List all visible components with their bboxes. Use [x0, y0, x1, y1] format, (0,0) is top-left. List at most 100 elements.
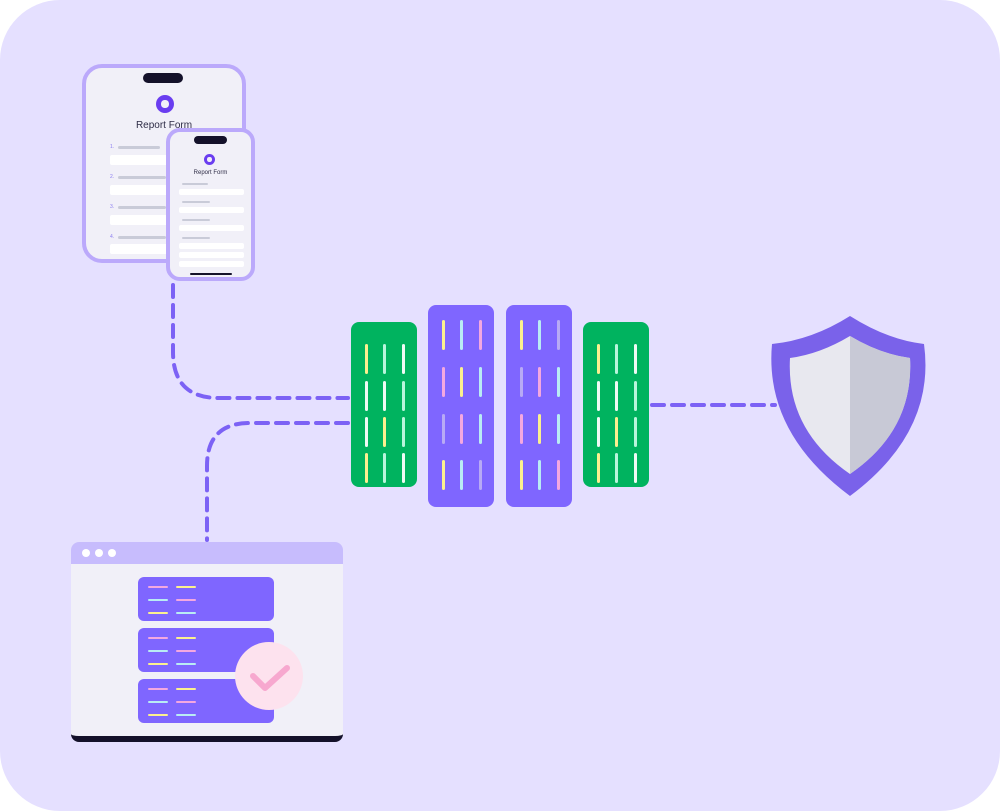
tablet-notch: [143, 73, 183, 83]
gear-icon: [204, 154, 215, 165]
question-label: [182, 219, 210, 221]
server-icon: [583, 322, 649, 487]
server-led: [383, 344, 386, 374]
server-led: [520, 367, 523, 397]
server-led: [365, 344, 368, 374]
server-led: [383, 381, 386, 411]
question-label: [118, 176, 166, 179]
browser-titlebar: [71, 542, 343, 564]
row-line: [148, 714, 168, 716]
server-led: [383, 453, 386, 483]
answer-field: [110, 185, 170, 195]
server-led: [402, 417, 405, 447]
server-led: [442, 367, 445, 397]
server-led: [557, 367, 560, 397]
question-label: [182, 201, 210, 203]
server-led: [402, 453, 405, 483]
row-line: [176, 599, 196, 601]
question-number: 3.: [110, 204, 115, 210]
window-dot: [108, 549, 116, 557]
phone-report-form: Report Form: [166, 128, 255, 281]
answer-field: [110, 215, 170, 225]
question-label: [182, 237, 210, 239]
connector-browser-to-servers: [205, 421, 350, 542]
window-dot: [82, 549, 90, 557]
shield-icon: [771, 316, 926, 496]
server-led: [402, 344, 405, 374]
server-led: [538, 414, 541, 444]
answer-field: [179, 225, 244, 231]
row-line: [176, 701, 196, 703]
server-led: [557, 460, 560, 490]
phone-title: Report Form: [193, 170, 228, 176]
question-number: 1.: [110, 144, 115, 150]
server-led: [460, 367, 463, 397]
server-led: [615, 453, 618, 483]
row-line: [176, 586, 196, 588]
server-led: [479, 414, 482, 444]
database-row: [138, 577, 274, 621]
server-led: [460, 460, 463, 490]
row-line: [148, 688, 168, 690]
server-led: [479, 460, 482, 490]
server-icon: [351, 322, 417, 487]
server-led: [597, 417, 600, 447]
server-led: [479, 367, 482, 397]
question-number: 4.: [110, 234, 115, 240]
server-led: [365, 381, 368, 411]
server-led: [520, 460, 523, 490]
server-led: [520, 320, 523, 350]
server-led: [538, 320, 541, 350]
server-led: [460, 320, 463, 350]
tablet-title: Report Form: [135, 120, 193, 131]
check-icon: [235, 642, 303, 710]
row-line: [176, 637, 196, 639]
answer-field: [179, 252, 244, 258]
server-led: [557, 414, 560, 444]
server-led: [597, 381, 600, 411]
question-number: 2.: [110, 174, 115, 180]
server-led: [615, 344, 618, 374]
server-led: [597, 453, 600, 483]
phone-notch: [194, 136, 227, 144]
row-line: [148, 612, 168, 614]
server-led: [634, 381, 637, 411]
server-led: [442, 460, 445, 490]
question-label: [182, 183, 208, 185]
gear-icon: [156, 95, 174, 113]
row-line: [148, 650, 168, 652]
answer-field: [179, 243, 244, 249]
question-label: [118, 236, 166, 239]
server-led: [634, 417, 637, 447]
answer-field: [179, 261, 244, 267]
answer-field: [110, 155, 170, 165]
server-led: [479, 320, 482, 350]
row-line: [148, 586, 168, 588]
answer-field: [110, 244, 170, 254]
server-led: [442, 320, 445, 350]
row-line: [148, 701, 168, 703]
server-led: [538, 460, 541, 490]
server-led: [597, 344, 600, 374]
row-line: [148, 599, 168, 601]
row-line: [176, 612, 196, 614]
window-dot: [95, 549, 103, 557]
server-icon: [428, 305, 494, 507]
server-led: [538, 367, 541, 397]
server-led: [634, 453, 637, 483]
question-label: [118, 206, 166, 209]
home-indicator: [190, 273, 232, 275]
server-icon: [506, 305, 572, 507]
server-led: [557, 320, 560, 350]
row-line: [176, 688, 196, 690]
row-line: [176, 663, 196, 665]
connector-forms-to-servers: [171, 283, 350, 400]
answer-field: [179, 207, 244, 213]
row-line: [176, 714, 196, 716]
server-led: [520, 414, 523, 444]
server-led: [365, 453, 368, 483]
server-led: [615, 381, 618, 411]
row-line: [176, 650, 196, 652]
